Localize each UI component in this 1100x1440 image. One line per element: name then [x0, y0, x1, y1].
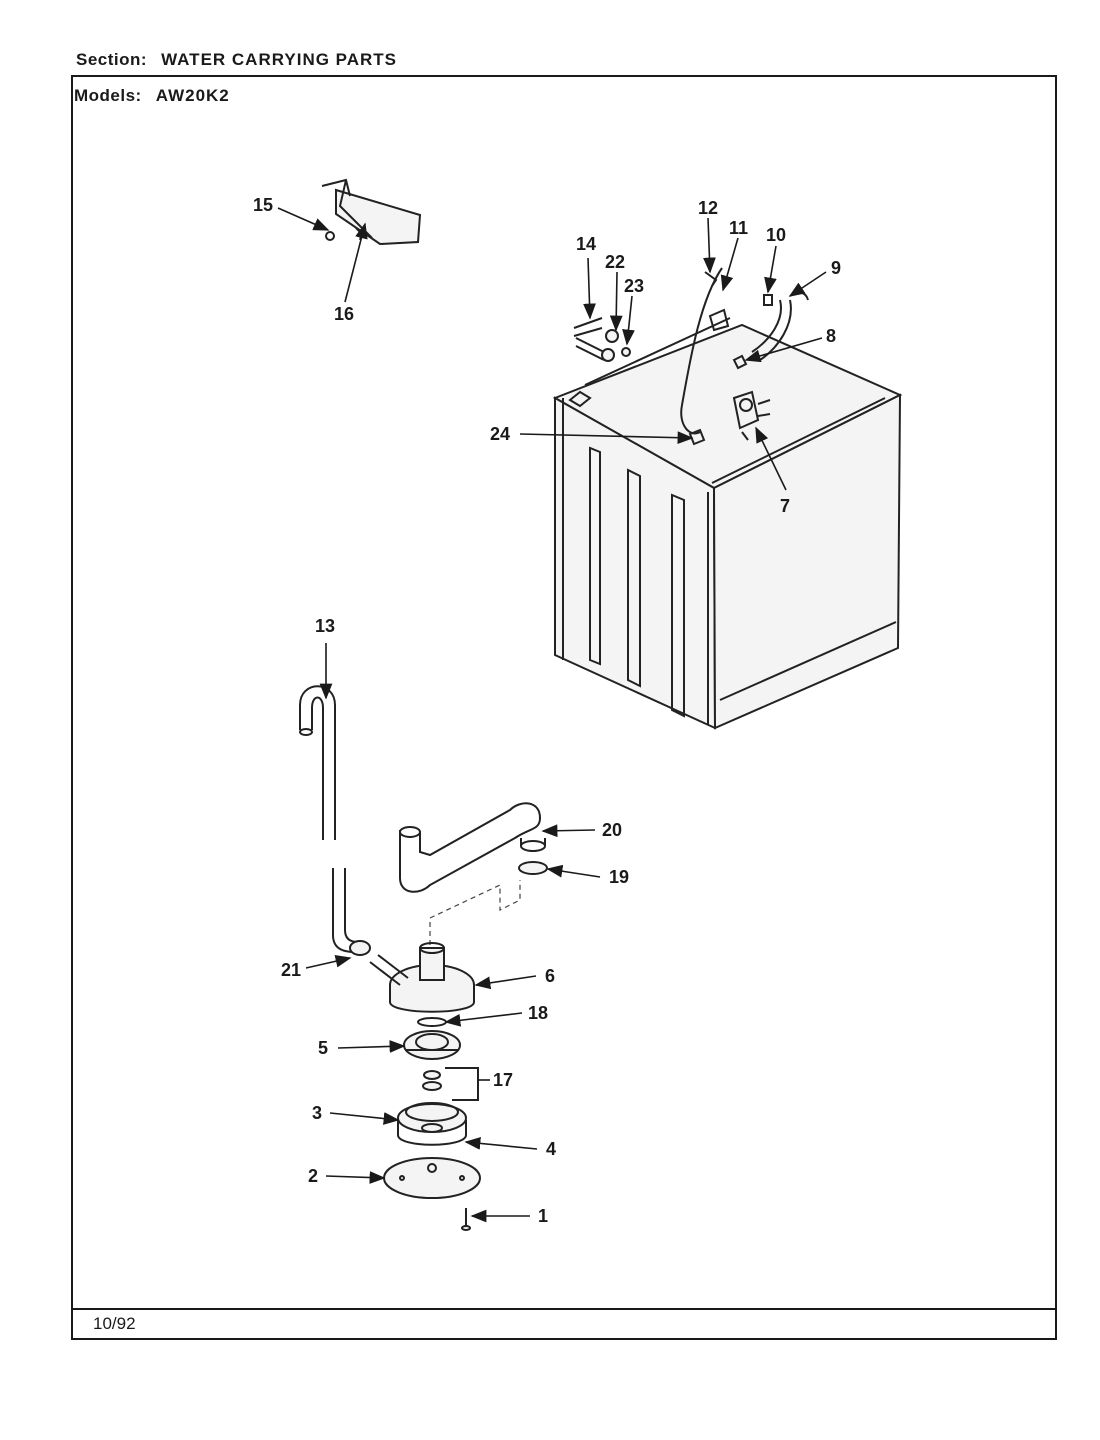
callout-5: 5 [318, 1038, 328, 1058]
assembly-guide-line [429, 880, 521, 945]
callout-11: 11 [729, 218, 748, 238]
diagram-frame [71, 75, 1057, 1340]
inlet-hoses-parts [573, 317, 631, 362]
pump-impeller [403, 1030, 461, 1060]
hose-clamp [518, 861, 548, 875]
callout-8: 8 [826, 326, 836, 346]
footer-date: 10/92 [93, 1314, 136, 1333]
footer-divider [71, 1308, 1057, 1310]
models-title: Models: AW20K2 [74, 86, 230, 106]
pump-hose [399, 802, 546, 893]
callout-14: 14 [576, 234, 596, 254]
callout-23: 23 [624, 276, 644, 296]
callout-9: 9 [831, 258, 841, 278]
pump-base-plate [383, 1157, 481, 1199]
section-value: WATER CARRYING PARTS [161, 50, 398, 69]
models-label: Models: [74, 86, 142, 105]
callout-2: 2 [308, 1166, 318, 1186]
screw [461, 1208, 471, 1231]
callout-21: 21 [281, 960, 301, 980]
callout-12: 12 [698, 198, 718, 218]
leader-lines [277, 207, 827, 1223]
callout-16: 16 [334, 304, 354, 324]
callout-3: 3 [312, 1103, 322, 1123]
callout-4: 4 [546, 1139, 556, 1159]
callout-20: 20 [602, 820, 622, 840]
pump-seal [417, 1017, 447, 1027]
drain-hose [299, 685, 359, 953]
callout-13: 13 [315, 616, 335, 636]
callout-15: 15 [253, 195, 273, 215]
callout-22: 22 [605, 252, 625, 272]
callout-6: 6 [545, 966, 555, 986]
callout-24: 24 [490, 424, 510, 444]
models-value: AW20K2 [155, 86, 230, 105]
section-label: Section: [76, 50, 148, 69]
pump [349, 940, 475, 1013]
section-title: Section: WATER CARRYING PARTS [76, 50, 397, 70]
callout-19: 19 [609, 867, 629, 887]
callout-7: 7 [780, 496, 790, 516]
washer-cabinet [552, 317, 903, 730]
water-valve-assembly [732, 390, 771, 441]
callout-10: 10 [766, 225, 786, 245]
fill-hose [680, 267, 792, 435]
callout-1: 1 [538, 1206, 548, 1226]
seal-kit [422, 1067, 479, 1101]
callout-17: 17 [493, 1070, 513, 1090]
mounting-bracket [321, 178, 422, 246]
pump-cover [397, 1102, 467, 1146]
callout-18: 18 [528, 1003, 548, 1023]
callout-labels: 15 16 14 22 23 12 11 10 9 8 7 24 13 20 1… [253, 195, 841, 1226]
